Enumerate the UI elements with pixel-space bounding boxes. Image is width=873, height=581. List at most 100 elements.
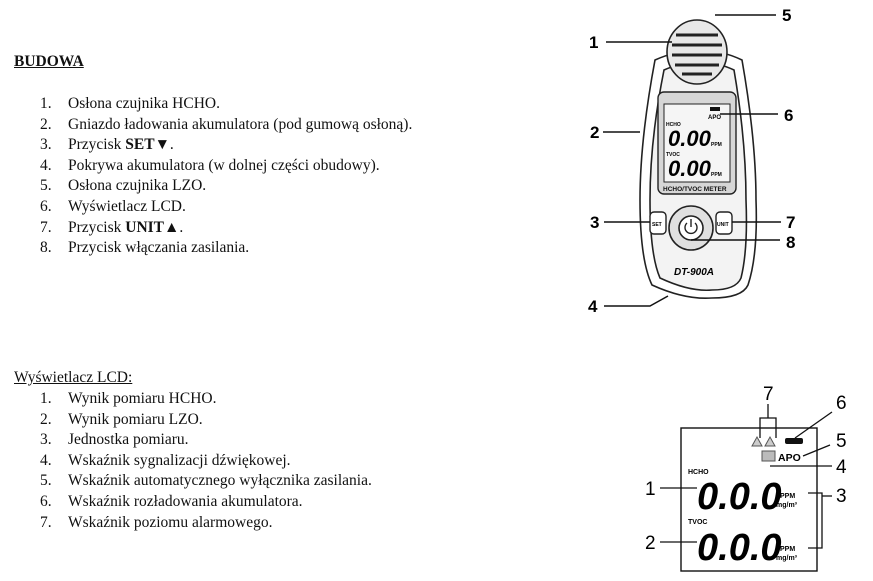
- list-number: 6.: [40, 492, 52, 510]
- list-text: Wynik pomiaru HCHO.: [68, 390, 217, 407]
- list-text: Przycisk: [68, 136, 126, 154]
- list-text: Wskaźnik sygnalizacji dźwiękowej.: [68, 451, 291, 469]
- lcd-detail-frame: [680, 427, 818, 572]
- list-number: 3.: [40, 431, 52, 449]
- meter-unit-hcho: PPM: [711, 142, 722, 148]
- battery-low-icon: [785, 438, 803, 444]
- budowa-list: 1. Osłona czujnika HCHO. 2. Gniazdo ładowan…: [40, 94, 412, 259]
- device-callout-numbers: 1 2 3 4 5 6 7 8: [588, 6, 795, 316]
- list-text: Pokrywa akumulatora (w dolnej części obu…: [68, 156, 380, 174]
- list-text-bold: UNIT▲: [125, 218, 180, 236]
- list-number: 5.: [40, 177, 52, 195]
- list-text: Wynik pomiaru LZO.: [68, 410, 203, 428]
- list-number: 2.: [40, 410, 52, 428]
- callout-3: 3: [590, 213, 599, 232]
- budowa-item: 4. Pokrywa akumulatora (w dolnej części o…: [40, 156, 412, 177]
- set-button[interactable]: SET: [649, 211, 667, 235]
- power-icon: [684, 222, 698, 235]
- hcho-sensor-grille: [666, 19, 728, 85]
- callout-2: 2: [590, 123, 599, 142]
- budowa-item: 1. Osłona czujnika HCHO.: [40, 94, 412, 115]
- list-number: 1.: [40, 390, 52, 407]
- lcd-item: 1. Wynik pomiaru HCHO.: [40, 389, 372, 410]
- meter-hcho-reading: 0.00: [668, 126, 712, 151]
- list-number: 6.: [40, 197, 52, 215]
- list-number: 8.: [40, 239, 52, 257]
- lcd-unit-ppm-2: PPM: [780, 546, 795, 553]
- list-number: 2.: [40, 115, 52, 133]
- meter-tvoc-reading: 0.00: [668, 156, 712, 181]
- meter-hcho-label: HCHO: [666, 122, 681, 128]
- lcd-tvoc-label: TVOC: [688, 519, 707, 526]
- lcd-unit-ppm-1: PPM: [780, 493, 795, 500]
- buzzer-icon: [761, 450, 776, 462]
- lcd-item: 4. Wskaźnik sygnalizacji dźwiękowej.: [40, 451, 372, 472]
- lcd-callout-5: 5: [836, 431, 847, 452]
- callout-8: 8: [786, 233, 795, 252]
- budowa-item: 7.Przycisk UNIT▲.: [40, 218, 412, 239]
- lcd-list: 1. Wynik pomiaru HCHO. 2. Wynik pomiaru LZO…: [40, 389, 372, 533]
- list-text: Wyświetlacz LCD.: [68, 197, 186, 215]
- device-callout-lines: [603, 14, 781, 307]
- list-text: Przycisk włączania zasilania.: [68, 239, 250, 257]
- lcd-item: 2. Wynik pomiaru LZO.: [40, 410, 372, 431]
- list-text: Gniazdo ładowania akumulatora (pod gumow…: [68, 115, 413, 133]
- alarm-level-icons: [751, 435, 776, 447]
- list-number: 4.: [40, 451, 52, 469]
- budowa-item: 3. Przycisk SET▼.: [40, 135, 412, 156]
- lcd-callout-2: 2: [645, 533, 656, 554]
- list-text: Wskaźnik rozładowania akumulatora.: [68, 492, 303, 510]
- lcd-apo-label: APO: [778, 452, 801, 464]
- power-button[interactable]: [668, 205, 714, 251]
- model-label: DT-900A: [674, 267, 714, 278]
- list-text: Wskaźnik automatycznego wyłącznika zasil…: [68, 472, 372, 490]
- callout-4: 4: [588, 297, 598, 316]
- list-text: Osłona czujnika LZO.: [68, 177, 207, 195]
- list-text: .: [169, 136, 174, 154]
- heading-lcd: Wyświetlacz LCD:: [14, 369, 133, 386]
- lcd-item: 3. Jednostka pomiaru.: [40, 430, 372, 451]
- list-number: 1.: [40, 95, 52, 112]
- list-text: Przycisk: [68, 218, 126, 236]
- list-number: 5.: [40, 472, 52, 490]
- list-number: 7.: [40, 513, 52, 531]
- callout-1: 1: [589, 33, 598, 52]
- meter-battery-icon: [710, 107, 720, 111]
- lcd-unit-mgm3-1: mg/m³: [776, 502, 798, 509]
- lcd-callout-6: 6: [836, 393, 847, 414]
- lcd-hcho-reading: 0.0.0: [697, 476, 782, 518]
- list-number: 7.: [40, 218, 52, 236]
- list-number: 3.: [40, 136, 52, 154]
- budowa-item: 8. Przycisk włączania zasilania.: [40, 238, 412, 259]
- lcd-callout-3: 3: [836, 486, 847, 507]
- lcd-item: 5. Wskaźnik automatycznego wyłącznika zas…: [40, 471, 372, 492]
- lcd-callout-numbers: 1 2 3 4 5 6 7: [645, 384, 847, 554]
- unit-button[interactable]: UNIT: [715, 211, 733, 235]
- lcd-item: 7.Wskaźnik poziomu alarmowego.: [40, 513, 372, 534]
- meter-tvoc-label: TVOC: [666, 152, 680, 158]
- callout-6: 6: [784, 106, 793, 125]
- lcd-hcho-label: HCHO: [688, 469, 709, 476]
- lcd-item: 6. Wskaźnik rozładowania akumulatora.: [40, 492, 372, 513]
- meter-unit-tvoc: PPM: [711, 172, 722, 178]
- lcd-callout-7: 7: [763, 384, 774, 405]
- list-text: Jednostka pomiaru.: [68, 431, 189, 449]
- budowa-item: 2. Gniazdo ładowania akumulatora (pod gum…: [40, 115, 412, 136]
- list-text-bold: SET▼: [125, 136, 170, 154]
- svg-text:UNIT: UNIT: [717, 222, 729, 228]
- budowa-item: 5. Osłona czujnika LZO.: [40, 176, 412, 197]
- meter-apo-label: APO: [708, 115, 721, 121]
- svg-text:SET: SET: [652, 222, 662, 228]
- lcd-callout-4: 4: [836, 457, 847, 478]
- list-text: Osłona czujnika HCHO.: [68, 95, 220, 112]
- heading-budowa: BUDOWA: [14, 53, 84, 70]
- lcd-callout-1: 1: [645, 479, 656, 500]
- meter-screen-label: HCHO/TVOC METER: [663, 186, 727, 193]
- lcd-tvoc-reading: 0.0.0: [697, 527, 782, 569]
- budowa-item: 6. Wyświetlacz LCD.: [40, 197, 412, 218]
- list-number: 4.: [40, 156, 52, 174]
- lcd-unit-mgm3-2: mg/m³: [776, 555, 798, 562]
- lcd-callout-lines: [660, 404, 833, 549]
- callout-5: 5: [782, 6, 791, 25]
